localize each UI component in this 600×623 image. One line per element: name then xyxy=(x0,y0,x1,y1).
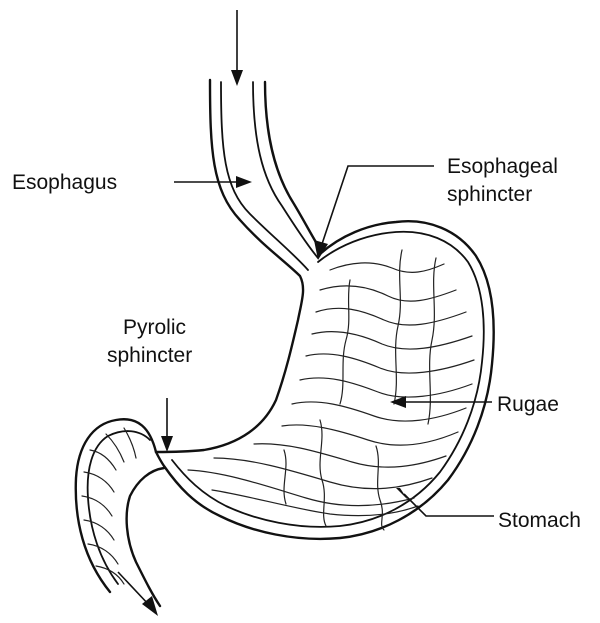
stomach-outline xyxy=(156,221,494,539)
rugae-label: Rugae xyxy=(497,392,559,417)
pyrolic-sphincter-pointer xyxy=(161,398,173,452)
food-entry-arrow xyxy=(231,10,243,86)
esophagus-pointer xyxy=(174,176,252,188)
esophagus-tube xyxy=(156,80,322,452)
esophageal-sphincter-label-line2: sphincter xyxy=(447,182,532,207)
stomach-label: Stomach xyxy=(498,508,581,533)
pyrolic-sphincter-label-line2: sphincter xyxy=(107,343,192,368)
esophagus-label: Esophagus xyxy=(12,170,117,195)
esophageal-sphincter-label-line1: Esophageal xyxy=(447,154,558,179)
rugae-folds xyxy=(188,250,474,530)
rugae-pointer xyxy=(390,396,492,408)
pyrolic-sphincter-label-line1: Pyrolic xyxy=(123,315,186,340)
